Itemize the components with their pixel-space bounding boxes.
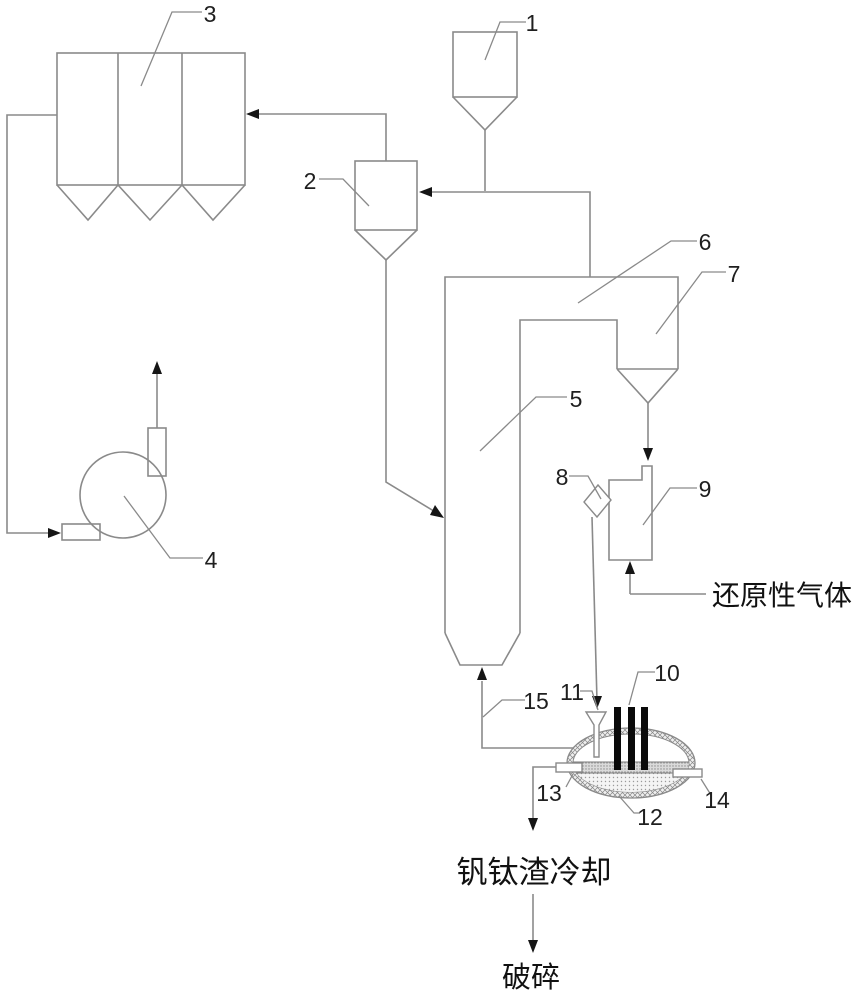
- text-slag-cooling: 钒钛渣冷却: [457, 855, 612, 891]
- electric-furnace-12: [555, 707, 703, 799]
- component-labels: 1 2 3 4 5 6 7 8 9 10 11 12 13 14 15: [204, 1, 741, 830]
- electrode: [628, 707, 635, 770]
- arrow-down-icon: [528, 818, 538, 831]
- leader-2: [319, 178, 370, 207]
- label-1: 1: [526, 10, 539, 36]
- leader-lines: [123, 11, 726, 814]
- discharge-valve-8: [583, 483, 612, 709]
- bag-filter-body: [56, 52, 246, 186]
- label-4: 4: [205, 547, 218, 573]
- text-reducing-gas: 还原性气体: [712, 579, 852, 612]
- label-5: 5: [570, 386, 583, 412]
- leader-3: [140, 11, 202, 87]
- leader-5: [479, 396, 567, 452]
- arrow-left-icon: [246, 109, 259, 119]
- feed-hopper-1: [452, 31, 518, 191]
- label-13: 13: [536, 780, 562, 806]
- cyclone2-body: [354, 160, 418, 231]
- tap-hole-14: [672, 768, 703, 778]
- reducer9-body: [608, 465, 653, 561]
- leader-1: [484, 21, 526, 61]
- fan-casing: [79, 451, 167, 539]
- bag-filter-hoppers: [56, 184, 246, 222]
- electrodes-10: [614, 707, 648, 770]
- pipe15-line: [481, 681, 573, 749]
- leader-10: [628, 671, 655, 706]
- cyclone-2: [354, 160, 444, 518]
- arrow-up-icon: [477, 667, 487, 680]
- tap-hole-13: [555, 762, 583, 773]
- feeder-11: [584, 711, 608, 758]
- reducer-9: [608, 465, 706, 595]
- leader-9: [642, 487, 697, 526]
- cyclone2-cone: [354, 229, 418, 262]
- hopper1-body: [452, 31, 518, 98]
- arrow-down-icon: [643, 448, 653, 461]
- hopper1-cone: [452, 96, 518, 132]
- arrow-up-icon: [625, 561, 635, 574]
- arrow-down-icon: [528, 940, 538, 953]
- leader-6: [577, 240, 697, 304]
- pipe-riser-to-cyclone2: [425, 191, 591, 277]
- arrow-left-icon: [419, 187, 432, 197]
- valve8-body: [583, 483, 612, 519]
- label-12: 12: [637, 804, 663, 830]
- leader-11: [580, 690, 599, 711]
- arrow-right-icon: [48, 528, 61, 538]
- label-2: 2: [304, 168, 317, 194]
- riser-outer-wall: [444, 276, 679, 633]
- label-3: 3: [204, 1, 217, 27]
- leader-4: [123, 495, 203, 559]
- label-14: 14: [704, 787, 730, 813]
- pipe-cyclone2-to-filter: [252, 113, 387, 161]
- return-pipe-15: [477, 667, 573, 749]
- leader-13: [565, 773, 574, 788]
- label-6: 6: [699, 229, 712, 255]
- riser-bottom-cone: [444, 632, 521, 666]
- bag-filter-3: [56, 52, 246, 222]
- label-11: 11: [560, 679, 584, 705]
- text-annotations: 还原性气体 钒钛渣冷却 破碎: [457, 579, 853, 994]
- chute-8-to-furnace: [591, 516, 598, 702]
- pipe-filter-to-fan: [6, 114, 57, 534]
- label-9: 9: [699, 476, 712, 502]
- furnace-slag-bath: [573, 773, 689, 792]
- electrode: [614, 707, 621, 770]
- label-7: 7: [728, 261, 741, 287]
- riser-inner-wall: [519, 319, 618, 633]
- fan-4: [61, 361, 167, 541]
- leader-14: [700, 778, 712, 796]
- label-15: 15: [523, 688, 549, 714]
- bag-filter-dividers: [117, 53, 183, 185]
- cyclone2-dipleg: [385, 260, 438, 514]
- cyclone7-cone: [616, 368, 679, 405]
- text-crushing: 破碎: [502, 960, 560, 994]
- leader-7: [655, 271, 726, 335]
- label-8: 8: [556, 464, 569, 490]
- leader-15: [482, 699, 525, 718]
- arrow-up-icon: [152, 361, 162, 374]
- leader-8: [569, 475, 602, 500]
- riser-5-duct-6-cyclone-7: [444, 276, 679, 666]
- leader-12: [618, 795, 640, 814]
- slag-out-line: [532, 766, 556, 821]
- electrode: [641, 707, 648, 770]
- label-10: 10: [654, 660, 680, 686]
- arrow-downright-icon: [430, 505, 444, 518]
